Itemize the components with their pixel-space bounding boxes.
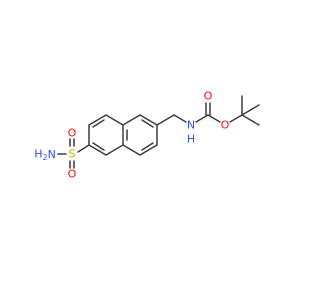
bond-inner-c8-c7 (92, 119, 105, 128)
atom-o-s-top-label: O (68, 127, 77, 140)
bond-c-tert-me-down (241, 114, 260, 126)
bond-c1-c2 (139, 114, 158, 126)
bond-c7-s (77, 144, 90, 153)
bond-c8-c7 (88, 114, 107, 126)
atom-o-carbonyl-label: O (204, 90, 213, 103)
bond-c8a-c1 (122, 114, 141, 126)
bond-c5-c4a (105, 144, 124, 156)
atom-o-ester-label: O (221, 119, 230, 132)
atom-h-amide-label: H (187, 133, 195, 146)
bond-o-ester-c-tert (229, 114, 243, 123)
atom-n-amide-label: N (187, 119, 195, 132)
atom-o-s-bottom-label: O (68, 168, 77, 181)
bond-c8a-c8 (105, 114, 124, 126)
molecule-canvas: O O N H S O O H2N (34, 90, 260, 181)
bond-c-tert-me-right (241, 104, 260, 116)
bond-n-c-carbonyl (195, 114, 209, 123)
bond-inner-c1-c2 (141, 119, 154, 128)
atom-s-label: S (69, 148, 76, 161)
bond-c-carbonyl-o-ester (207, 114, 221, 123)
bond-c3-c4 (139, 144, 158, 156)
bond-ch2-n (173, 114, 187, 123)
bond-c2-ch2 (156, 114, 175, 126)
atom-nh2-label: H2N (34, 148, 56, 162)
bond-c6-c5 (88, 144, 107, 156)
molecule-structure: O O N H S O O H2N (34, 90, 260, 181)
bond-c4-c4a (122, 144, 141, 156)
bond-inner-c3-c4 (141, 142, 154, 151)
bond-inner-c6-c5 (92, 142, 105, 151)
